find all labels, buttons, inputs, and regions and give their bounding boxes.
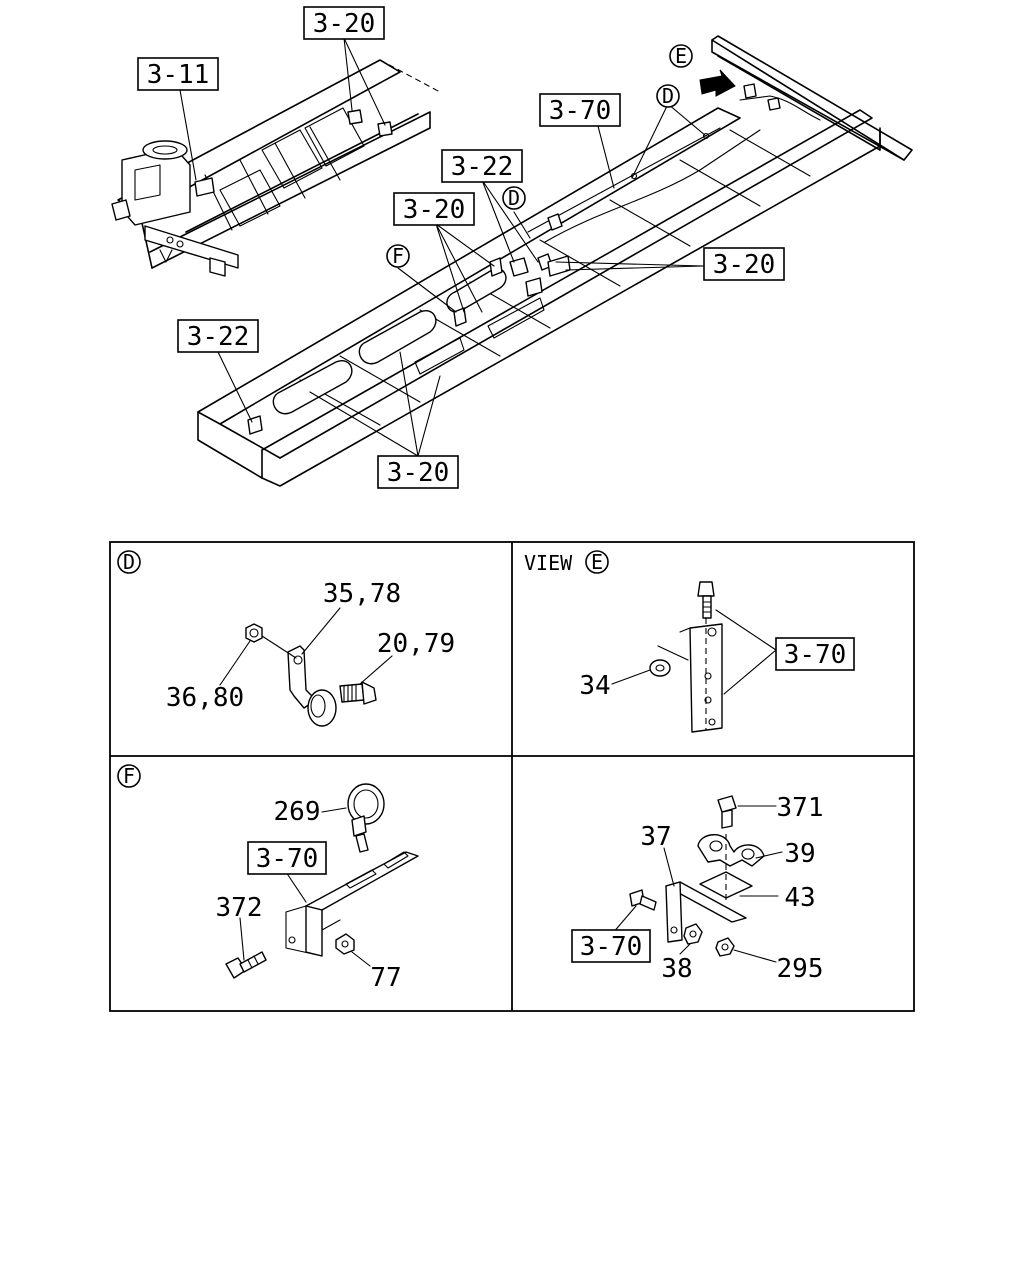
panel-e-bracket: [657, 618, 723, 733]
callout-3-20-top[interactable]: 3-20: [303, 6, 385, 40]
panel-d-marker: D: [117, 550, 141, 574]
detail-panel-bracket-assembly: 371 37 39 43 3-70 38 295: [571, 793, 824, 984]
panel-e-bolt: [697, 581, 715, 619]
panel-g-callout-3-70-text: 3-70: [580, 932, 643, 962]
callout-3-70-frame[interactable]: 3-70: [539, 93, 621, 127]
panel-f-hose-clamp: [347, 783, 385, 853]
view-marker-f-mid-text: F: [392, 244, 404, 268]
panel-g-nut-right: [715, 937, 735, 957]
panel-g-bolt-left: [629, 889, 657, 911]
panel-d-nut: [245, 623, 263, 643]
panel-e-label-nut: 34: [579, 671, 610, 701]
panel-e-marker-text: E: [591, 550, 603, 574]
panel-f-bolt: [225, 951, 267, 979]
callout-3-20-left-cluster[interactable]: 3-20: [393, 192, 475, 226]
callout-3-20-right[interactable]: 3-20: [703, 247, 785, 281]
callout-3-11[interactable]: 3-11: [137, 57, 219, 91]
panel-f-bracket: [285, 851, 419, 957]
callout-3-11-text: 3-11: [147, 60, 210, 90]
overview-leader-lines: [179, 37, 707, 457]
panel-e-nut: [649, 659, 671, 677]
view-marker-f-mid[interactable]: F: [386, 244, 410, 268]
view-marker-d-top[interactable]: D: [656, 84, 680, 108]
callout-3-20-bottom[interactable]: 3-20: [377, 455, 459, 489]
callout-3-22-center-text: 3-22: [451, 152, 514, 182]
panel-d-bolt: [339, 681, 377, 705]
panel-f-label-nut: 77: [370, 963, 401, 993]
panel-g-label-bolt-top: 371: [777, 793, 824, 823]
panel-g-callout-3-70[interactable]: 3-70: [571, 929, 651, 963]
view-marker-d-mid-text: D: [508, 186, 520, 210]
panel-d-label-nut: 36,80: [166, 683, 244, 713]
panel-f-callout-3-70-text: 3-70: [256, 844, 319, 874]
detail-panel-d: D 35,78 20,79 36,80: [117, 550, 455, 727]
view-marker-d-top-text: D: [662, 84, 674, 108]
detail-panel-f: F: [117, 764, 419, 993]
panel-g-label-bracket: 37: [640, 822, 671, 852]
panel-d-clamp: [287, 645, 337, 727]
panel-f-label-bolt: 372: [216, 893, 263, 923]
panel-g-label-plate: 43: [784, 883, 815, 913]
panel-f-marker-text: F: [123, 764, 135, 788]
panel-f-marker: F: [117, 764, 141, 788]
panel-d-label-bolt: 20,79: [377, 629, 455, 659]
panel-e-view-word: VIEW: [524, 551, 573, 575]
callout-3-22-center[interactable]: 3-22: [441, 149, 523, 183]
panel-g-bolt-top: [717, 795, 737, 829]
view-marker-e-top[interactable]: E: [669, 44, 693, 68]
view-marker-e-top-text: E: [675, 44, 687, 68]
chassis-overview-drawing: 3-11 3-20 3-70 3-22 3-20 3-20 3-22 3-20: [111, 6, 913, 489]
callout-3-22-left[interactable]: 3-22: [177, 319, 259, 353]
view-marker-d-mid[interactable]: D: [502, 186, 526, 210]
panel-e-callout-3-70[interactable]: 3-70: [775, 637, 855, 671]
panel-g-clip: [697, 834, 765, 867]
callout-3-20-top-text: 3-20: [313, 9, 376, 39]
detail-panel-e: VIEW E 34: [524, 550, 855, 733]
panel-g-nut-left: [683, 923, 703, 945]
callout-3-70-frame-text: 3-70: [549, 96, 612, 126]
panel-g-label-nut-left: 38: [661, 954, 692, 984]
panel-d-marker-text: D: [123, 550, 135, 574]
callout-3-20-bottom-text: 3-20: [387, 458, 450, 488]
panel-f-label-clamp: 269: [274, 797, 321, 827]
callout-3-22-left-text: 3-22: [187, 322, 250, 352]
panel-d-label-clamp: 35,78: [323, 579, 401, 609]
panel-e-marker: E: [585, 550, 609, 574]
callout-3-20-left-cluster-text: 3-20: [403, 195, 466, 225]
panel-f-callout-3-70[interactable]: 3-70: [247, 841, 327, 875]
panel-f-nut: [335, 933, 355, 955]
callout-3-20-right-text: 3-20: [713, 250, 776, 280]
detail-panels-grid: [109, 541, 915, 1012]
panel-e-callout-3-70-text: 3-70: [784, 640, 847, 670]
panel-g-bracket: [665, 834, 747, 943]
front-frame-section: [111, 59, 441, 277]
panel-g-label-clip: 39: [784, 839, 815, 869]
panel-g-label-nut-right: 295: [777, 954, 824, 984]
